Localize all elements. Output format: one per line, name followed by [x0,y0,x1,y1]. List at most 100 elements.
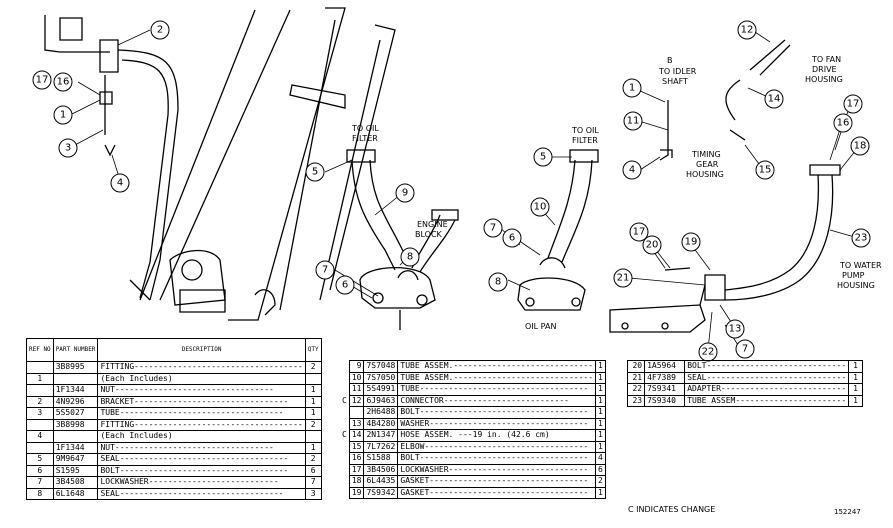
table-row: 1(Each Includes) [26,372,322,385]
callout-19: 19 [681,232,701,252]
part-number-cell: 4B4280 [363,417,399,430]
part-number-cell: 7S9340 [644,394,686,407]
qty-cell: 1 [595,417,606,430]
ref-cell: 17 [348,463,365,476]
part-number-cell: S1595 [52,464,99,477]
qty-cell: 1 [848,394,863,407]
left-assembly [44,9,291,316]
svg-text:20: 20 [646,240,659,251]
qty-cell: 2 [304,453,322,466]
callout-7: 7 [735,339,755,359]
change-mark-cell [340,418,349,430]
col-qty: QTY [304,338,322,362]
description-cell: CONNECTOR-------------------------- [397,394,597,407]
part-number-cell: 3B8998 [52,418,99,431]
callout-9: 9 [395,183,415,203]
part-number-cell: 5S5027 [52,407,99,420]
description-cell: NUT--------------------------------- [97,384,306,397]
svg-text:9: 9 [402,188,408,199]
callout-6: 6 [335,275,355,295]
qty-cell [304,372,322,385]
svg-text:6: 6 [342,280,348,291]
part-number-cell: 4N9296 [52,395,99,408]
qty-cell: 1 [848,360,863,373]
callout-17: 17 [843,94,863,114]
qty-cell: 1 [595,440,606,453]
description-cell: HOSE ASSEM. ---19 in. (42.6 cm) [397,429,597,442]
qty-cell: 6 [304,464,322,477]
svg-text:16: 16 [57,77,70,88]
qty-cell: 1 [595,406,606,419]
callout-4: 4 [622,160,642,180]
right-assembly [609,39,841,333]
description-cell: SEAL----------------------------------- [97,453,306,466]
part-number-cell: 7S7048 [363,360,399,373]
description-cell: TUBE ASSEM.----------------------------- [397,371,597,384]
qty-cell: 1 [595,383,606,396]
callout-17: 17 [629,222,649,242]
svg-text:4: 4 [629,165,635,176]
svg-text:5: 5 [312,167,318,178]
qty-cell: 1 [304,407,322,420]
svg-text:7: 7 [742,344,748,355]
change-mark-cell [340,384,349,396]
label-oil-pan: OIL PAN [525,322,556,331]
ref-cell: 8 [26,487,54,500]
description-cell: BOLT----------------------------------- [397,452,597,465]
callout-14: 14 [764,89,784,109]
qty-cell: 7 [304,476,322,489]
svg-text:22: 22 [702,347,715,358]
callout-16: 16 [53,72,73,92]
part-number-cell: 1F1344 [52,384,99,397]
change-mark-cell [340,407,349,419]
svg-text:3: 3 [65,143,71,154]
qty-cell: 2 [595,475,606,488]
callout-8: 8 [400,247,420,267]
part-number-cell: 6J9463 [363,394,399,407]
callout-5: 5 [305,162,325,182]
callout-4: 4 [110,173,130,193]
callout-17: 17 [32,70,52,90]
qty-cell: 1 [848,383,863,396]
svg-text:7: 7 [322,265,328,276]
part-number-cell: 2H6488 [363,406,399,419]
change-mark-cell: C [342,430,347,440]
description-cell: (Each Includes) [97,372,306,385]
ref-cell: 2 [26,395,54,408]
callout-8: 8 [488,272,508,292]
callout-20: 20 [642,235,662,255]
qty-cell: 1 [595,486,606,499]
svg-text:7: 7 [490,223,496,234]
svg-text:17: 17 [36,75,49,86]
callout-13: 13 [725,319,745,339]
description-cell: LOCKWASHER----------------------------- [397,463,597,476]
part-number-cell: 7L7262 [363,440,399,453]
part-number-cell: 5S4991 [363,383,399,396]
col-description: DESCRIPTION [97,338,306,362]
callout-23: 23 [851,228,871,248]
ref-cell: 7 [26,476,54,489]
ref-cell [26,441,54,454]
callout-15: 15 [755,160,775,180]
callout-2: 2 [150,20,170,40]
description-cell: ADAPTER-------------------------- [684,383,850,396]
part-number-cell: 4F7389 [644,371,686,384]
change-mark-cell [340,476,349,488]
svg-text:21: 21 [617,273,630,284]
part-number-cell [52,430,99,443]
change-mark-cell: C [342,395,347,405]
